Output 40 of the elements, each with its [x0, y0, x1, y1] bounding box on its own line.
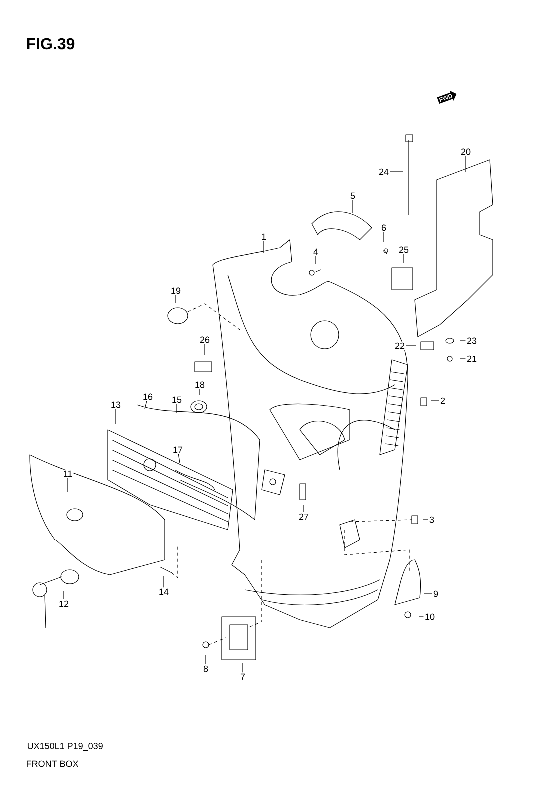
callout-number: 2 — [440, 396, 446, 406]
leader-line — [144, 401, 148, 410]
callout-number: 12 — [58, 600, 70, 608]
callout-number: 7 — [240, 672, 246, 682]
callout-number: 18 — [194, 380, 206, 390]
callout-number: 3 — [428, 516, 436, 524]
figure-caption: FRONT BOX — [27, 760, 79, 768]
drawing-code: UX150L1 P19_039 — [28, 742, 103, 752]
leader-line — [242, 662, 244, 673]
callout-number: 16 — [142, 392, 154, 402]
callout-number: 19 — [170, 286, 182, 296]
leader-line — [430, 400, 440, 402]
leader-line — [460, 340, 466, 342]
callout-number: 17 — [172, 446, 184, 454]
callout-number: 13 — [110, 400, 122, 410]
callout-number: 25 — [398, 246, 410, 254]
callout-number: 4 — [312, 248, 320, 256]
callout-number: 15 — [171, 396, 183, 404]
callout-number: 27 — [298, 512, 310, 522]
callout-number: 22 — [394, 342, 406, 350]
callout-number: 10 — [424, 612, 436, 622]
callout-number: 1 — [260, 232, 268, 242]
leader-line — [204, 344, 206, 356]
callout-number: 23 — [466, 336, 478, 346]
callout-number: 8 — [202, 664, 210, 674]
leader-line — [460, 358, 466, 360]
callout-number: 26 — [199, 336, 211, 344]
leader-line — [418, 616, 424, 618]
callout-number: 11 — [62, 470, 74, 478]
callout-number: 20 — [460, 148, 472, 156]
leader-line — [178, 454, 180, 464]
callout-number: 5 — [350, 192, 356, 200]
callout-number: 21 — [466, 354, 478, 364]
callout-number: 14 — [158, 588, 170, 596]
callout-number: 24 — [378, 168, 390, 176]
leader-line — [352, 200, 354, 214]
callout-number: 6 — [380, 224, 388, 232]
callout-number: 9 — [432, 590, 440, 598]
leader-line — [176, 404, 178, 414]
figure-title: FIG.39 — [27, 38, 75, 50]
